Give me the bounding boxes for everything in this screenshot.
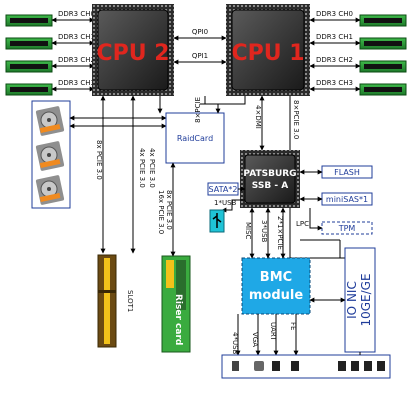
ddr-left-group: DDR3 CH0 DDR3 CH1 DDR3 CH2 DDR3 CH3 <box>5 10 95 96</box>
flash-box: FLASH <box>321 165 373 179</box>
dimm-left-1 <box>5 37 53 50</box>
patsburg-label-1: PATSBURG <box>243 169 296 179</box>
ddr-left-label-1: DDR3 CH1 <box>58 33 95 41</box>
raidcard-label: RaidCard <box>177 134 213 143</box>
serial-port-icon <box>272 361 280 371</box>
hdd-icon <box>35 175 65 205</box>
bmc-label-2: module <box>249 288 303 303</box>
ethernet-port-icon <box>291 361 299 371</box>
lpc-label: LPC <box>296 220 309 228</box>
misc-label: MISC <box>244 222 252 240</box>
io-nic-box: IO NIC 10GE/GE <box>344 247 376 353</box>
riser-card: Riser card <box>161 255 191 353</box>
riser-label: Riser card <box>173 294 183 345</box>
vga-port-icon <box>254 361 264 371</box>
ddr-right-label-1: DDR3 CH1 <box>316 33 353 41</box>
fe-label: FE <box>289 322 297 330</box>
nic-port-icon <box>377 361 385 371</box>
patsburg-chip: PATSBURG SSB - A <box>240 150 300 208</box>
dimm-right-0 <box>359 14 407 27</box>
usb-icon <box>209 209 225 233</box>
dimm-right-1 <box>359 37 407 50</box>
raid-4xpcie-label-a: 4x PCIE 3.0 <box>138 148 146 188</box>
qpi1-label: QPI1 <box>192 52 208 60</box>
cpu1-chip: CPU 1 <box>226 4 310 96</box>
sata-box: SATA*2 <box>207 182 239 196</box>
nic-port-icon <box>351 361 359 371</box>
vga-label: VGA <box>251 332 259 347</box>
ddr-right-label-0: DDR3 CH0 <box>316 10 353 18</box>
ddr-left-label-2: DDR3 CH2 <box>58 56 95 64</box>
cpu2-8xpcie-label: 8×PCIE <box>194 97 202 123</box>
hdd-icon <box>35 141 65 171</box>
cpu2-slot1-label: 8x PCIE 3.0 <box>95 140 103 180</box>
cpu2-label: CPU 2 <box>96 41 169 66</box>
ddr-right-group: DDR3 CH0 DDR3 CH1 DDR3 CH2 DDR3 CH3 <box>309 10 407 96</box>
dimm-right-2 <box>359 60 407 73</box>
uart-label: UART <box>269 322 277 341</box>
riser-8x-label: 8x PCIE 3.0 <box>165 190 173 230</box>
usb4-label: 4*USB <box>231 332 239 355</box>
nic-port-icon <box>338 361 346 371</box>
ddr-right-label-3: DDR3 CH3 <box>316 79 353 87</box>
cpu1-label: CPU 1 <box>231 41 304 66</box>
sata-label: SATA*2 <box>209 185 238 194</box>
io-nic-label-1: IO NIC <box>345 281 359 319</box>
rear-io-panel <box>221 354 391 379</box>
bmc-module: BMC module <box>241 257 311 315</box>
tpm-box: TPM <box>321 221 373 235</box>
hdd-group <box>31 100 71 209</box>
nic-port-icon <box>364 361 372 371</box>
raid-4xpcie-label-b: 4x PCIE 3.0 <box>148 148 156 188</box>
dimm-left-0 <box>5 14 53 27</box>
io-nic-label-2: 10GE/GE <box>359 273 373 326</box>
flash-label: FLASH <box>334 168 360 177</box>
qpi0-label: QPI0 <box>192 28 208 36</box>
minisas-label: miniSAS*1 <box>326 195 368 204</box>
dimm-right-3 <box>359 83 407 96</box>
slot1-connector: SLOT1 <box>97 254 134 348</box>
riser-16x-label: 16x PCIE 3.0 <box>157 190 165 234</box>
cpu2-chip: CPU 2 <box>92 4 174 96</box>
ddr-left-label-0: DDR3 CH0 <box>58 10 95 18</box>
cpu1-8xpcie-label: 8×PCIE 3.0 <box>292 100 300 139</box>
dimm-left-2 <box>5 60 53 73</box>
usb-port-icon <box>232 361 239 371</box>
hdd-icon <box>35 106 65 136</box>
minisas-box: miniSAS*1 <box>321 192 373 206</box>
ddr-right-label-2: DDR3 CH2 <box>316 56 353 64</box>
usb1-label: 1*USB <box>214 199 237 207</box>
dmi-label: 4×DMI <box>254 105 262 129</box>
ddr-left-label-3: DDR3 CH3 <box>58 79 95 87</box>
patsburg-label-2: SSB - A <box>252 181 288 191</box>
pcie2-label: 2*1×PCIE <box>276 216 284 250</box>
slot1-label: SLOT1 <box>126 290 134 312</box>
tpm-label: TPM <box>338 224 356 233</box>
bmc-label-1: BMC <box>260 270 292 285</box>
usb3-label: 3*USB <box>260 220 268 243</box>
dimm-left-3 <box>5 83 53 96</box>
raidcard-box: RaidCard <box>165 112 225 164</box>
